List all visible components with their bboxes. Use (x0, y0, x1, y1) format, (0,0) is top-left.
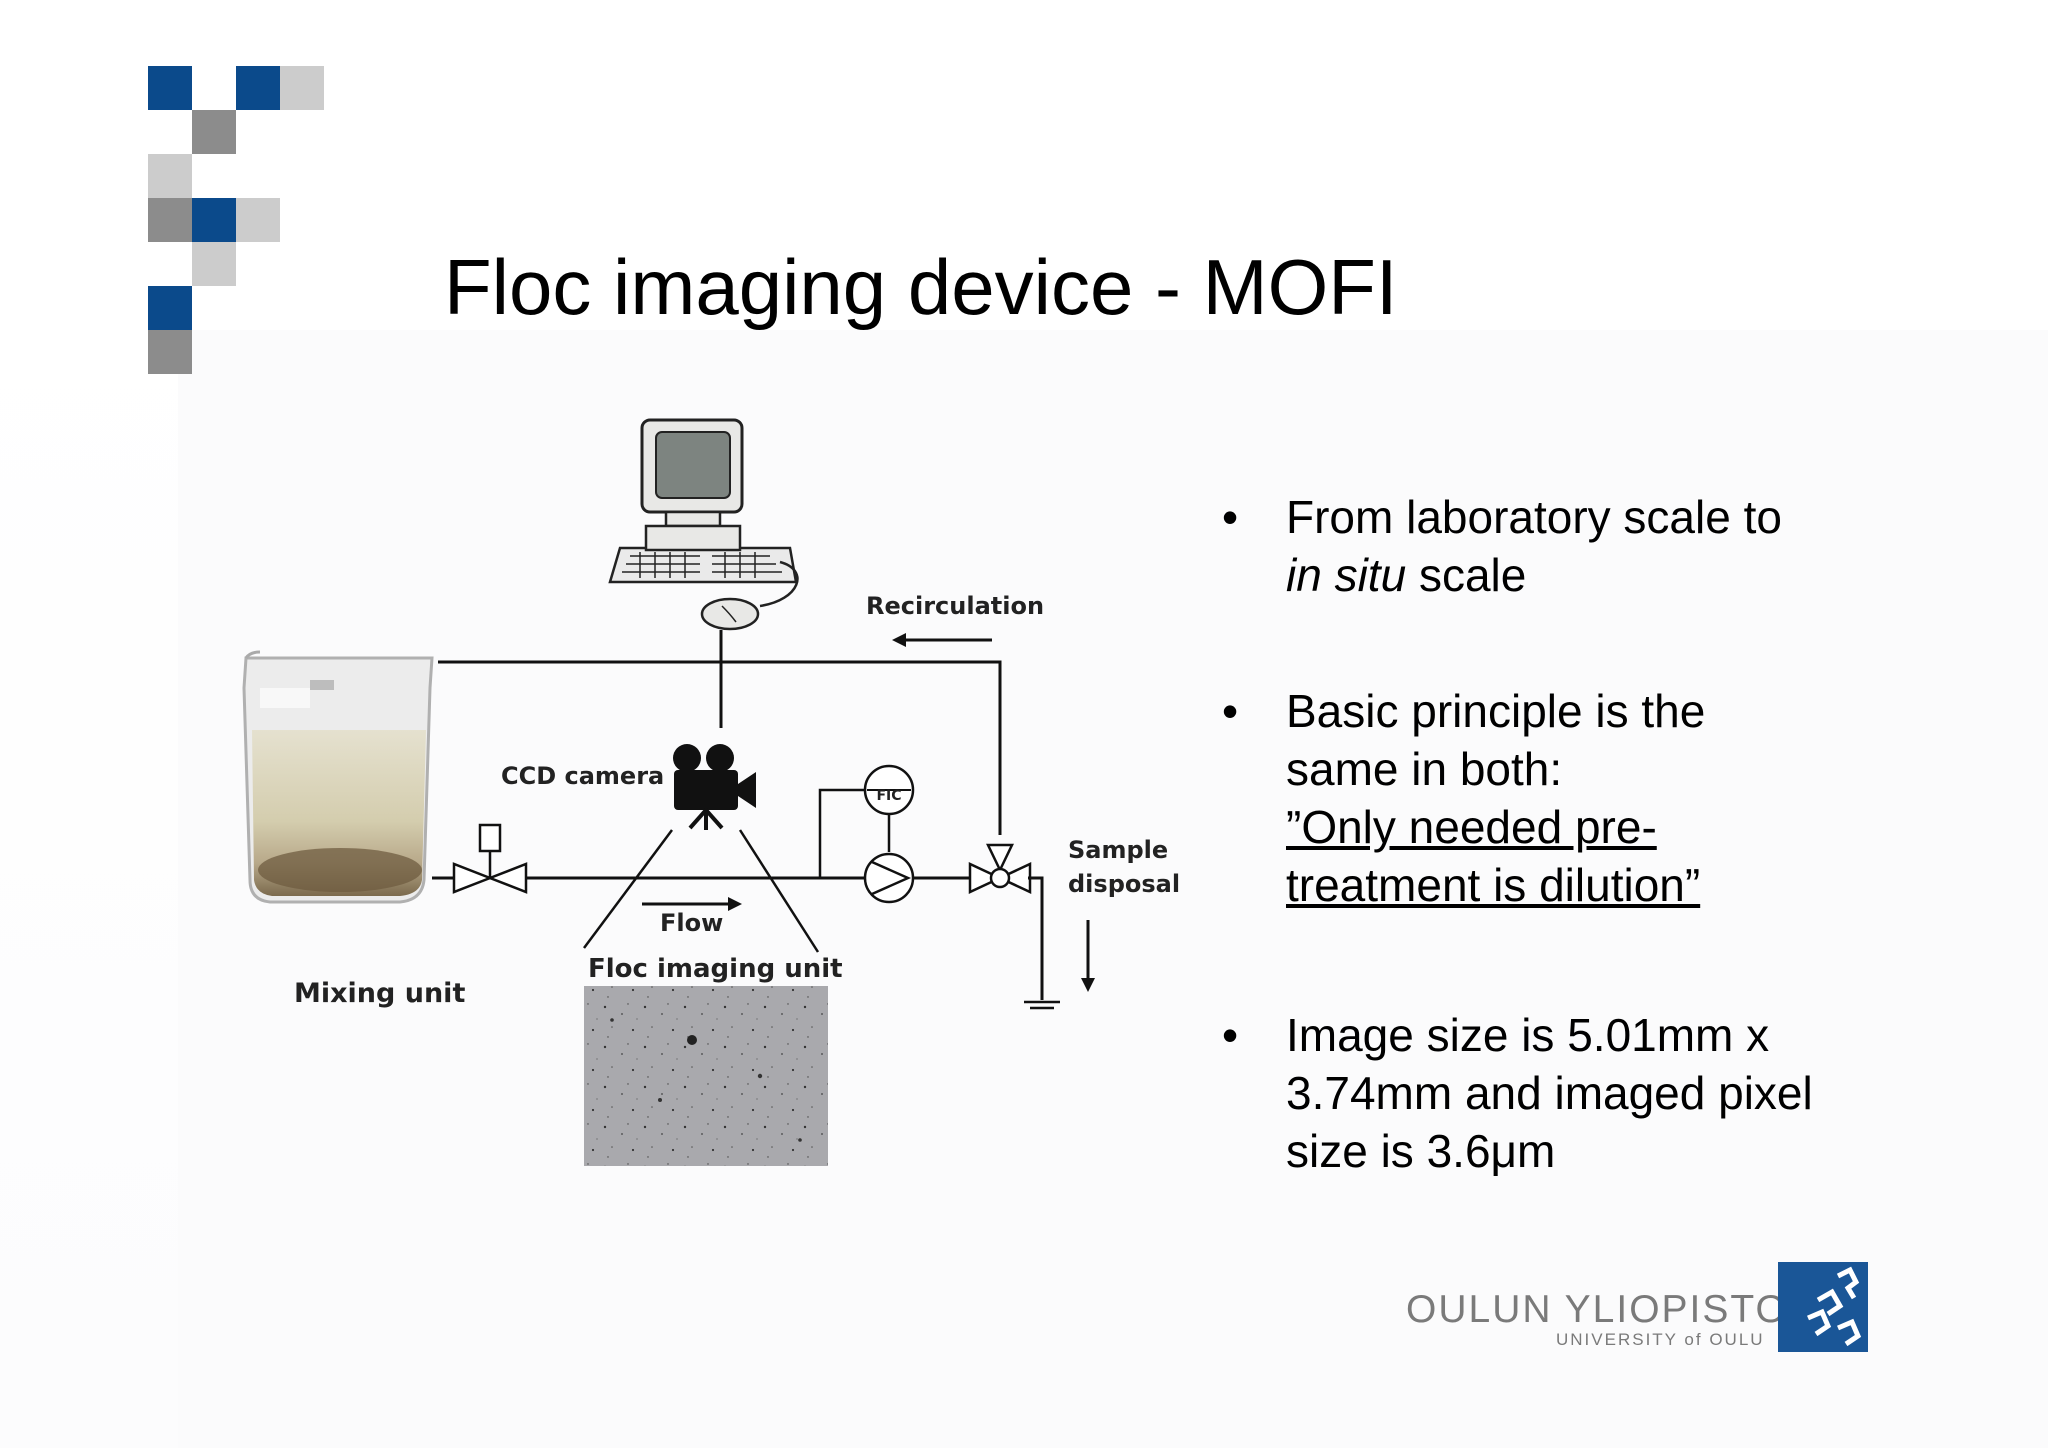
bullet-marker: • (1222, 491, 1239, 543)
university-logo-icon (1778, 1262, 1868, 1352)
label-sample: Sample (1068, 836, 1168, 864)
mofi-diagram: Recirculation CCD camera FIC Sample disp… (242, 418, 1180, 1166)
inlet-valve-icon (452, 823, 528, 894)
label-disposal: disposal (1068, 870, 1180, 898)
label-ccd-camera: CCD camera (501, 762, 664, 790)
computer-icon (608, 418, 799, 631)
bullet-item-principle: • Basic principle is the same in both: ”… (1210, 682, 1910, 914)
label-flow: Flow (660, 909, 723, 937)
floc-image (584, 986, 828, 1166)
slide-title: Floc imaging device - MOFI (444, 243, 1398, 331)
label-floc-imaging-unit: Floc imaging unit (588, 954, 843, 984)
label-fic: FIC (876, 788, 901, 804)
mixing-beaker (242, 650, 434, 904)
pump-icon (863, 852, 915, 904)
bullet-marker: • (1222, 685, 1239, 737)
content-panel (178, 330, 2048, 1448)
ccd-camera-icon (673, 744, 756, 830)
bullet-item-scale: • From laboratory scale to in situ scale (1210, 488, 1910, 604)
bullet-marker: • (1222, 1009, 1239, 1061)
label-mixing-unit: Mixing unit (294, 978, 465, 1009)
label-recirculation: Recirculation (866, 592, 1044, 620)
bullet-list: • From laboratory scale to in situ scale… (1210, 488, 1910, 1180)
three-way-valve-icon (968, 843, 1032, 894)
university-subname: UNIVERSITY of OULU (1556, 1330, 1765, 1349)
bullet-item-image-size: • Image size is 5.01mm x 3.74mm and imag… (1210, 1006, 1910, 1180)
university-name: OULUN YLIOPISTO (1406, 1288, 1788, 1331)
